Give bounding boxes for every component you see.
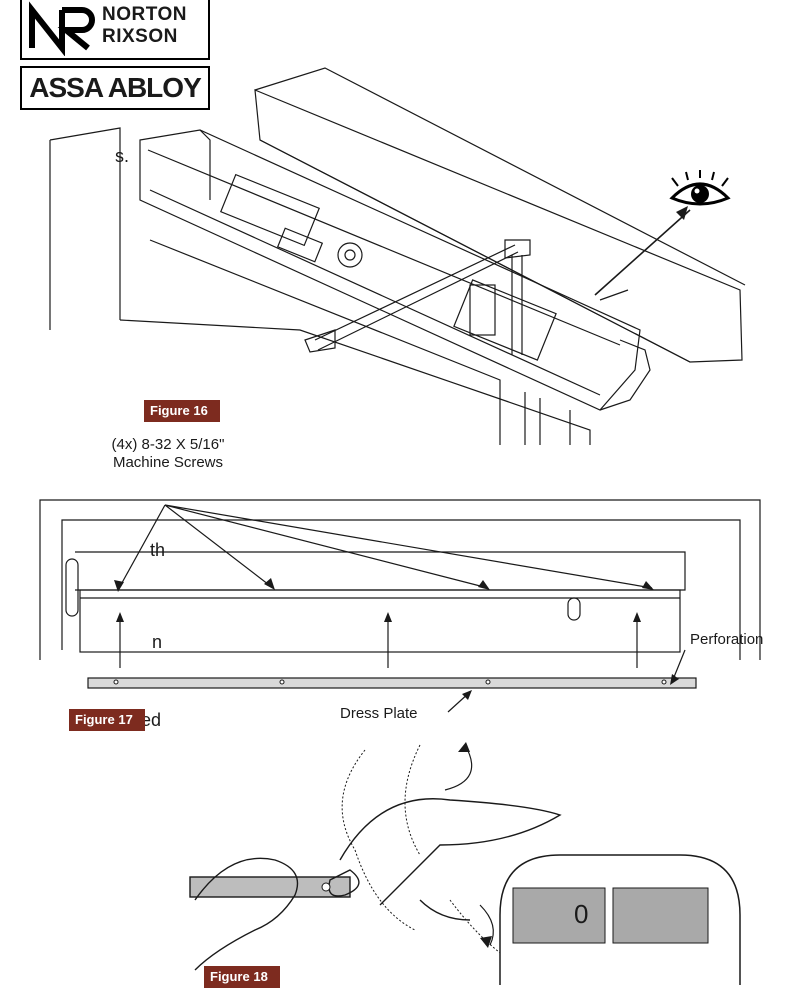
assa-abloy-logo: ASSA ABLOY: [20, 66, 210, 110]
assa-abloy-text: ASSA ABLOY: [29, 72, 202, 103]
inset-digit: 0: [574, 899, 589, 929]
nr-monogram-icon: [29, 1, 95, 56]
logo-text: NORTON RIXSON: [102, 4, 187, 48]
text-fragment-1: s.: [115, 146, 130, 166]
perforation-callout: Perforation: [690, 631, 764, 648]
norton-rixson-logo: NORTON RIXSON: [20, 0, 210, 60]
text-fragment-4: ed: [141, 710, 162, 730]
figure-18-label: Figure 18: [204, 966, 280, 988]
text-fragment-2: th: [150, 540, 166, 560]
screws-callout: (4x) 8-32 X 5/16" Machine Screws: [68, 436, 268, 472]
text-fragment-3: n: [152, 632, 163, 652]
figure-16-label: Figure 16: [144, 400, 220, 422]
screws-line2: Machine Screws: [112, 454, 224, 471]
figure-17-label: Figure 17: [69, 709, 145, 731]
dress-plate-callout: Dress Plate: [340, 705, 418, 722]
screws-line1: (4x) 8-32 X 5/16": [111, 436, 225, 453]
brand-logo: NORTON RIXSON ASSA ABLOY: [20, 0, 210, 110]
logo-line1: NORTON: [102, 4, 187, 25]
inset-detail: [499, 854, 741, 985]
logo-line2: RIXSON: [102, 26, 178, 47]
arrow-icon: [676, 206, 688, 220]
eye-icon: [669, 170, 731, 206]
